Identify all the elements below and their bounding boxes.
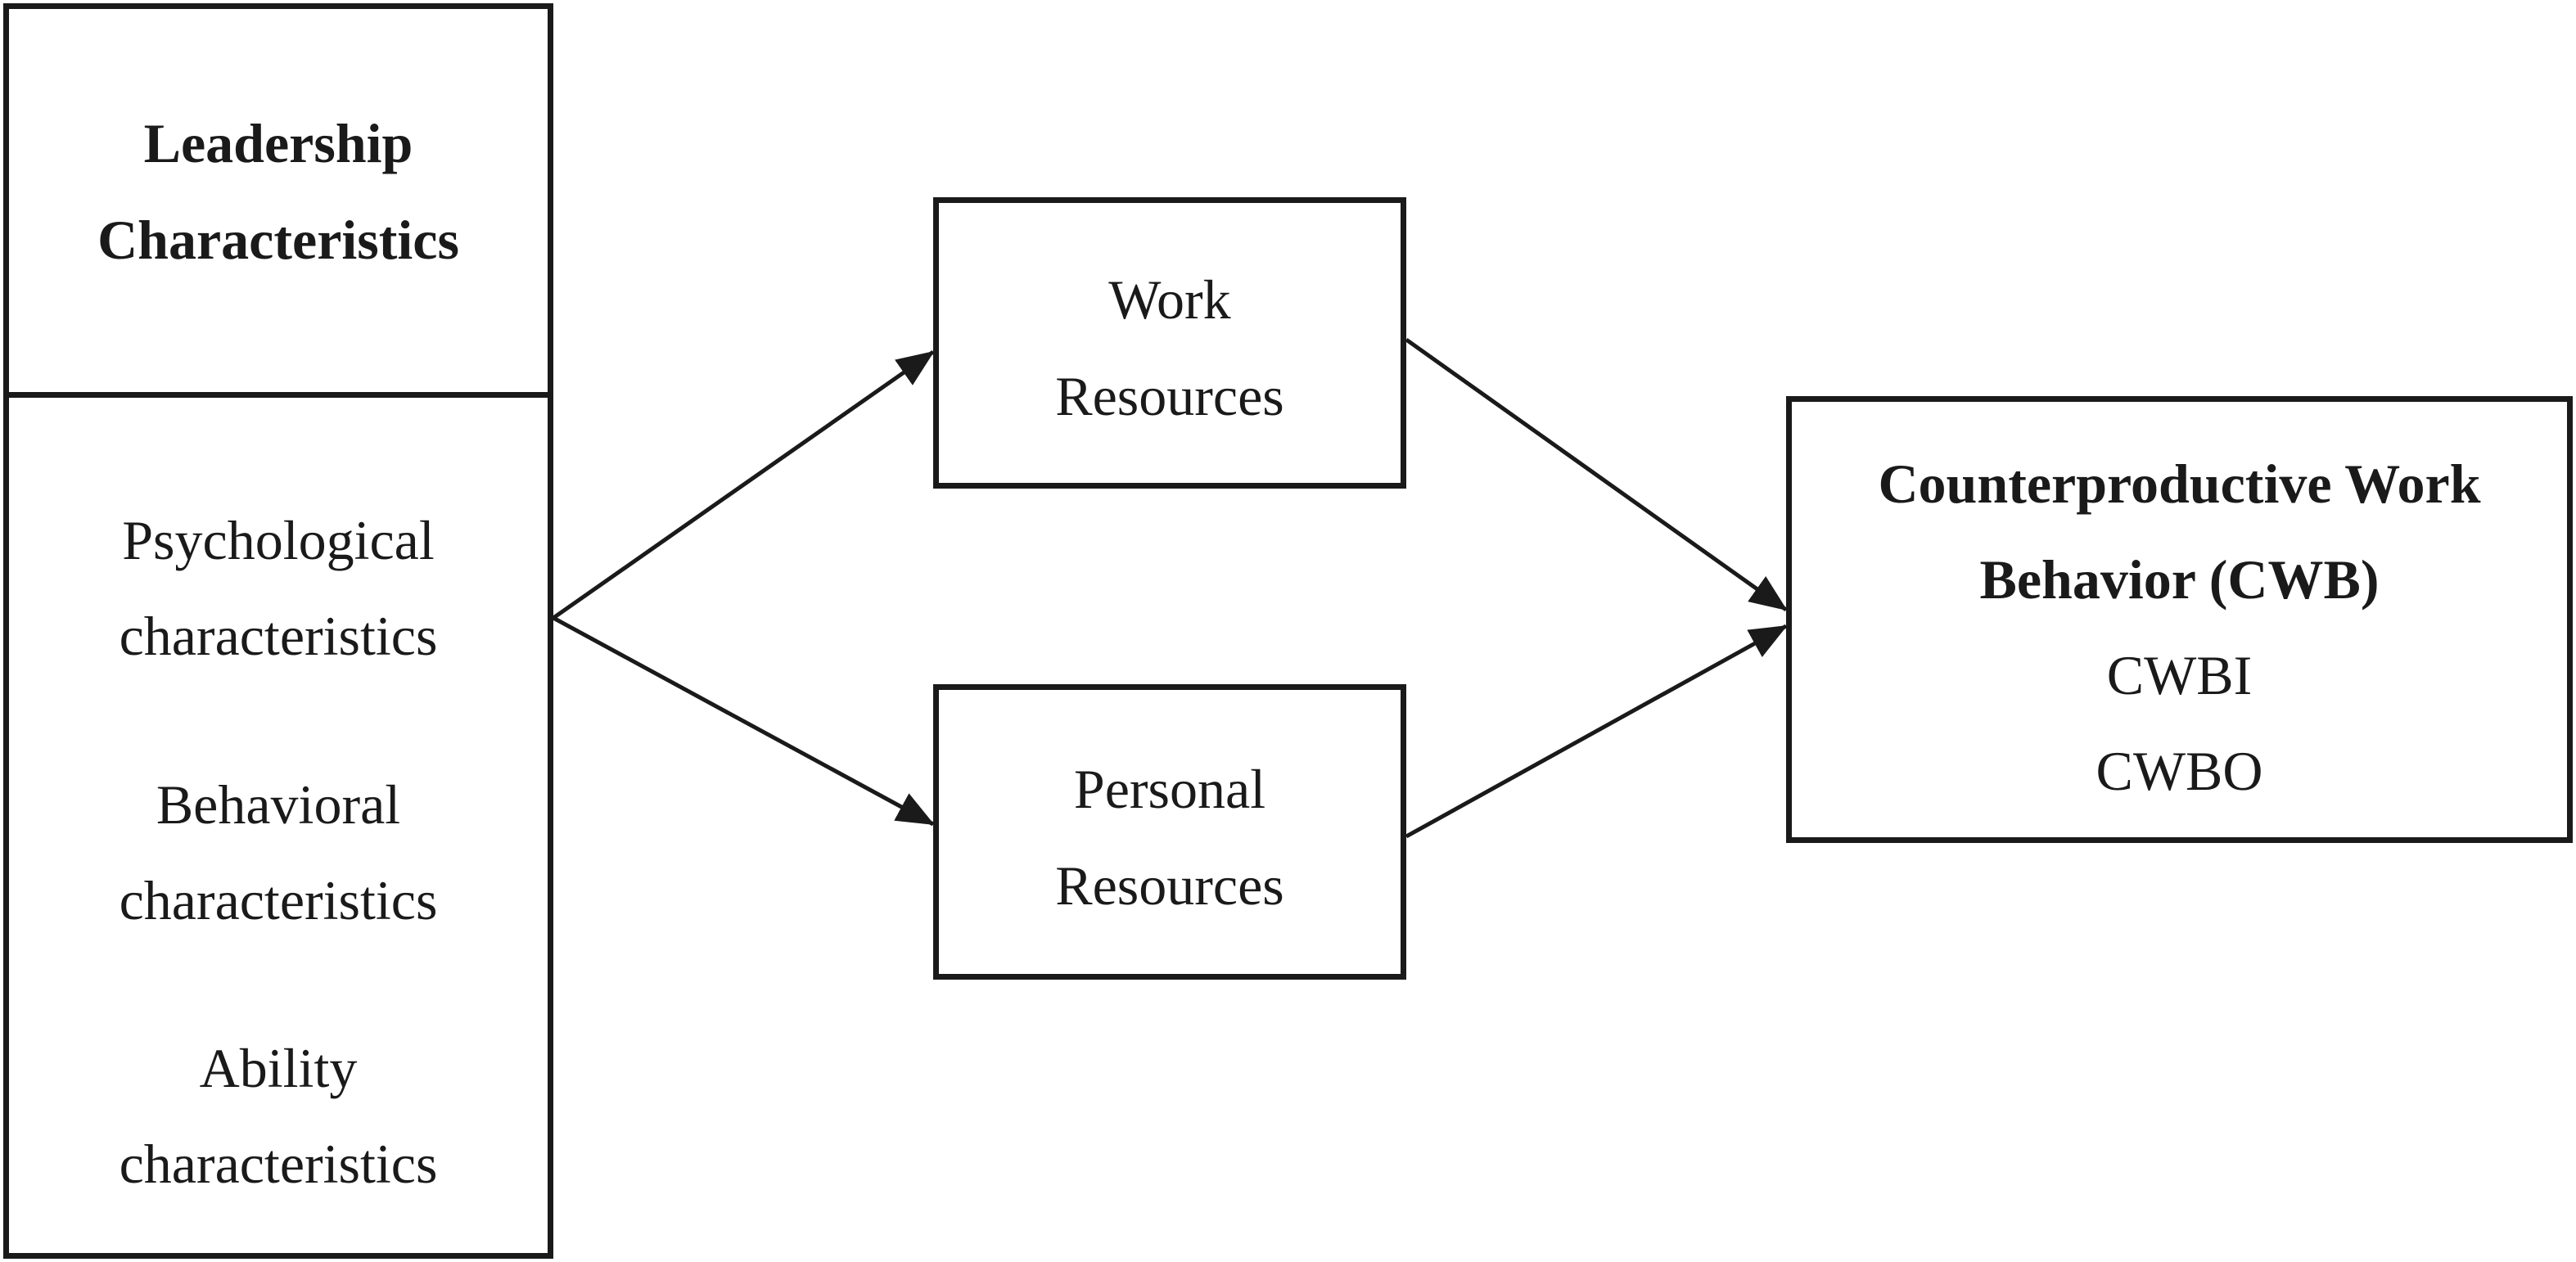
ability-characteristics-line2: characteristics — [119, 1133, 438, 1195]
cwb-title-line2: Behavior (CWB) — [1979, 548, 2380, 611]
ability-characteristics-line1: Ability — [199, 1037, 358, 1099]
work-resources-box: Work Resources — [933, 197, 1406, 489]
behavioral-characteristics-line1: Behavioral — [156, 773, 401, 836]
work-resources-line2: Resources — [1055, 365, 1284, 427]
leadership-header-box: Leadership Characteristics — [3, 3, 553, 398]
arrow-leadership-to-personal-resources — [552, 615, 935, 827]
cwb-box: Counterproductive Work Behavior (CWB) CW… — [1786, 396, 2573, 843]
psychological-characteristics-line1: Psychological — [122, 509, 435, 571]
personal-resources-line1: Personal — [1073, 758, 1266, 820]
cwbi-label: CWBI — [2106, 644, 2253, 706]
personal-resources-box: Personal Resources — [933, 684, 1406, 980]
personal-resources-line2: Resources — [1055, 854, 1284, 917]
psychological-characteristics-line2: characteristics — [119, 605, 438, 667]
leadership-title-line1: Leadership — [143, 112, 413, 174]
leadership-items-box: Psychological characteristics Behavioral… — [3, 392, 553, 1259]
arrow-personal-resources-to-cwb — [1405, 624, 1788, 839]
leadership-title-line2: Characteristics — [97, 209, 459, 271]
arrow-leadership-to-work-resources — [552, 349, 935, 620]
cwb-title-line1: Counterproductive Work — [1878, 453, 2481, 515]
work-resources-line1: Work — [1108, 268, 1231, 331]
behavioral-characteristics-line2: characteristics — [119, 869, 438, 931]
cwbo-label: CWBO — [2096, 740, 2263, 802]
arrow-work-resources-to-cwb — [1405, 337, 1788, 612]
